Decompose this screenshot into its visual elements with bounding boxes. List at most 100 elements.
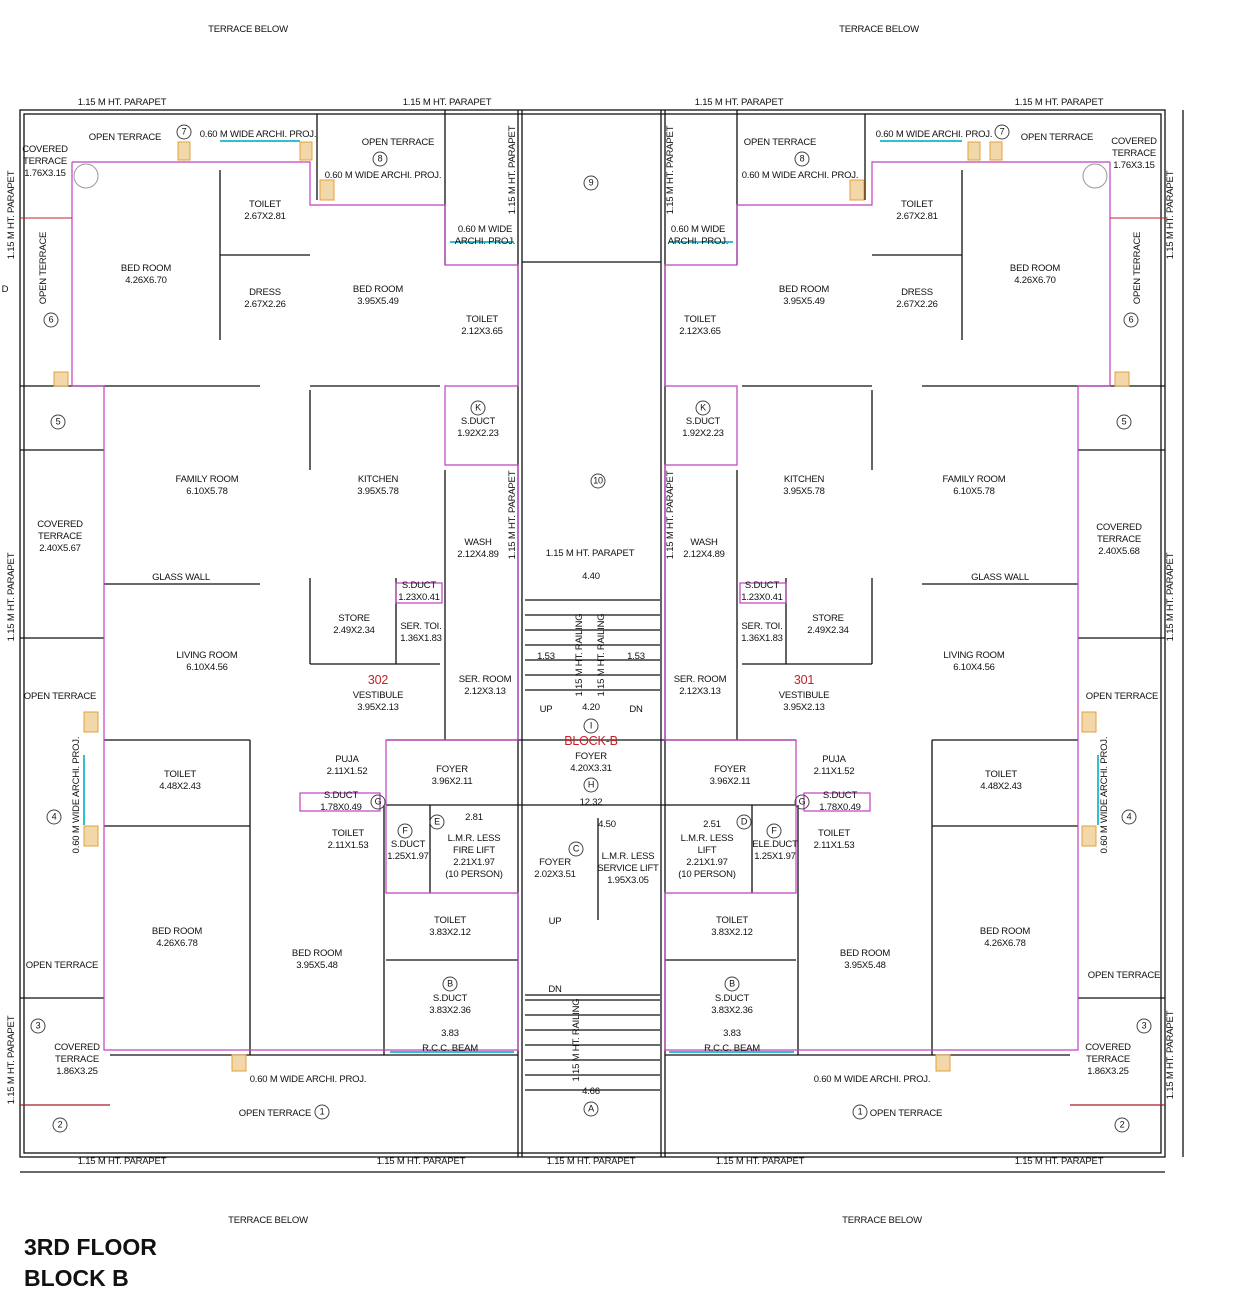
label-line: 4.20 [582,702,600,713]
room-number-marker: 9 [583,175,599,191]
label-line: 1 [319,1106,325,1117]
room-number-marker: 6 [43,312,59,328]
label-line: 2.81 [465,812,483,823]
label-line: 12.32 [579,797,603,808]
plan-label: SER. TOI.1.36X1.83 [741,621,783,645]
label-line: L.M.R. LESS [447,833,501,844]
label-line: 1.23X0.41 [741,592,783,603]
plan-label: 1.15 M HT. PARAPET [377,1156,466,1168]
label-line: 7 [999,126,1005,137]
label-line: 5 [55,416,61,427]
room-number-marker: F [397,823,413,839]
label-line: UP [539,704,553,715]
room-number-marker: G [370,794,386,810]
plan-label: 0.60 M WIDE ARCHI. PROJ. [742,170,859,182]
label-line: 3 [1141,1020,1147,1031]
label-line: SER. TOI. [400,621,442,632]
label-line: 2 [57,1119,63,1130]
plan-label: 4.50 [598,819,616,831]
label-line: DRESS [249,287,281,298]
plan-label: 1.15 M HT. PARAPET [1165,171,1177,260]
plan-label: 1.15 M HT. PARAPET [546,548,635,560]
label-line: 1.15 M HT. PARAPET [376,1156,466,1167]
room-number-marker: B [724,976,740,992]
room-number-marker: 1 [314,1104,330,1120]
red-boundaries [20,217,1165,1106]
label-line: S.DUCT [401,580,437,591]
label-line: (10 PERSON) [445,869,503,880]
label-line: ARCHI. PROJ. [667,236,729,247]
label-line: STORE [812,613,844,624]
plan-label: 1.15 M HT. PARAPET [78,1156,167,1168]
label-line: D [740,816,748,827]
label-line: TOILET [901,199,933,210]
plan-label: TERRACE BELOW [842,1215,922,1227]
label-line: 3.83X2.36 [711,1005,753,1016]
label-line: TERRACE BELOW [208,24,288,35]
label-line: FOYER [436,764,468,775]
label-line: G [798,796,806,807]
plan-label: 4.20 [582,702,600,714]
label-line: 2.49X2.34 [807,625,849,636]
label-line: 3.83 [441,1028,459,1039]
label-line: 2.11X1.53 [813,840,855,851]
label-line: 1.95X3.05 [607,875,649,886]
plan-label: 1.53 [627,651,645,663]
label-line: OPEN TERRACE [38,231,49,305]
label-line: 3.95X5.49 [783,296,825,307]
label-line: 1.15 M HT. PARAPET [77,1156,167,1167]
label-line: 2.67X2.81 [896,211,938,222]
label-line: 0.60 M WIDE ARCHI. PROJ. [1099,736,1110,854]
label-line: TOILET [818,828,850,839]
plan-label: TERRACE BELOW [208,24,288,36]
plan-label: 2.81 [465,812,483,824]
plan-label: GLASS WALL [971,572,1029,584]
label-line: K [475,402,481,413]
room-number-marker: C [568,841,584,857]
label-line: KITCHEN [357,474,399,485]
plan-label: 301 [794,674,814,687]
label-line: 6.10X5.78 [186,486,228,497]
room-number-marker: 10 [590,473,606,489]
label-line: ELE.DUCT [752,839,798,850]
label-line: GLASS WALL [152,572,210,583]
label-line: WASH [464,537,492,548]
label-line: DRESS [901,287,933,298]
label-line: 0.60 M WIDE [670,224,726,235]
plan-label: R.C.C. BEAM [422,1043,478,1055]
label-line: ARCHI. PROJ. [454,236,516,247]
label-line: B [447,978,453,989]
label-line: 1.86X3.25 [56,1066,98,1077]
room-number-marker: I [583,718,599,734]
plan-label: DN [629,704,643,716]
label-line: 2.12X3.13 [679,686,721,697]
label-line: 1.53 [537,651,555,662]
label-line: FAMILY ROOM [175,474,239,485]
label-line: S.DUCT [714,993,750,1004]
label-line: OPEN TERRACE [23,691,97,702]
label-line: 2.11X1.52 [813,766,855,777]
label-line: 1.15 M HT. PARAPET [1165,552,1176,642]
label-line: F [771,825,777,836]
label-line: COVERED [1085,1042,1131,1053]
label-line: D [1,284,9,295]
plan-label: OPEN TERRACE [89,132,162,144]
